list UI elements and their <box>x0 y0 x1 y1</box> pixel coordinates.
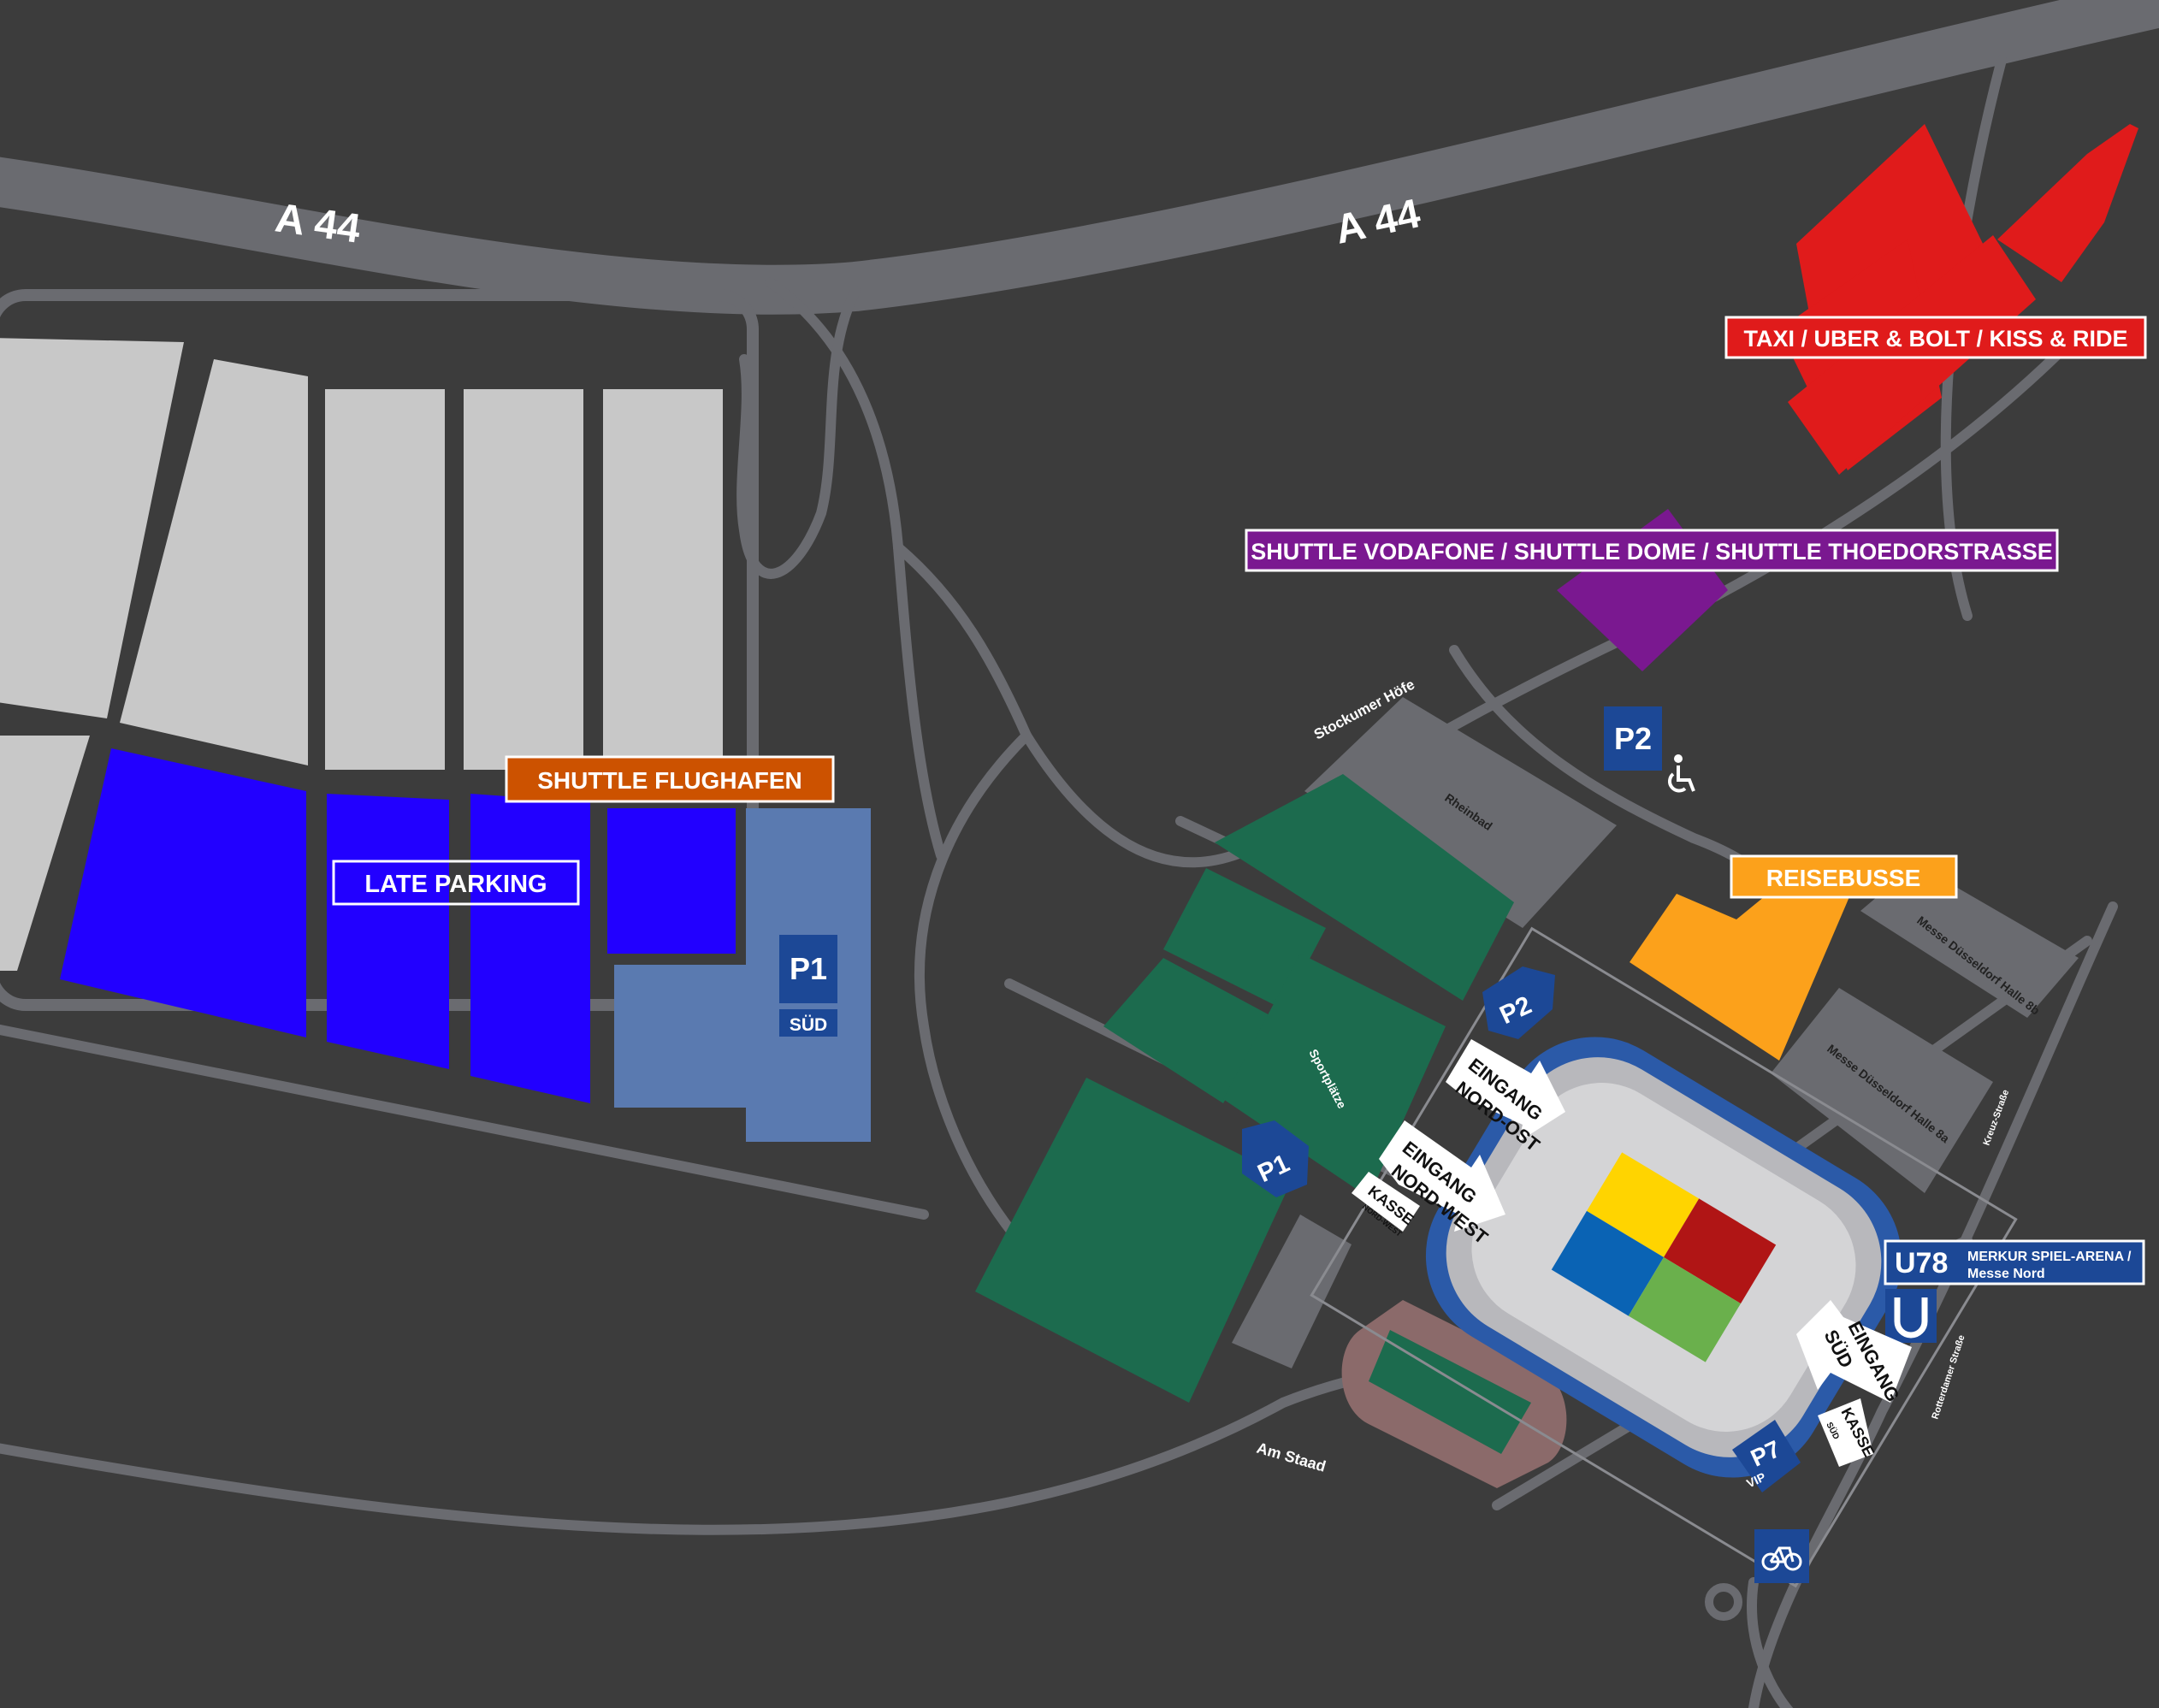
shuttle-purple-label-text: SHUTTLE VODAFONE / SHUTTLE DOME / SHUTTL… <box>1251 539 2053 564</box>
u78-desc-1: MERKUR SPIEL-ARENA / <box>1967 1250 2132 1264</box>
reisebusse-label-text: REISEBUSSE <box>1766 865 1921 891</box>
p1-sued-badge: P1 SÜD <box>779 935 837 1037</box>
hall-rheinbad <box>1304 697 1617 928</box>
taxi-label-text: TAXI / UBER & BOLT / KISS & RIDE <box>1743 326 2127 352</box>
lot-late-2 <box>327 794 449 1069</box>
road-parking-south <box>0 1024 929 1220</box>
seat-block-yellow <box>1586 1152 1700 1257</box>
u78-station: U78 MERKUR SPIEL-ARENA / Messe Nord <box>1884 1239 2145 1343</box>
roundabout <box>1705 1583 1742 1621</box>
road-south-b <box>1747 1577 1794 1708</box>
reisebusse-label: REISEBUSSE <box>1730 854 1958 899</box>
road-connector-a <box>893 542 1032 741</box>
sport-field-2 <box>1163 868 1326 1009</box>
seat-block-red <box>1664 1198 1777 1304</box>
u78-desc-2: Messe Nord <box>1967 1267 2045 1281</box>
sport-field-large <box>975 1078 1292 1403</box>
lot-late-3 <box>470 794 590 1103</box>
p2-marker: P2 <box>1482 966 1555 1039</box>
stadium <box>1310 926 2018 1588</box>
p1-badge-text: P1 <box>790 951 827 986</box>
lot-light-2 <box>120 359 308 765</box>
p1-badge-sub-text: SÜD <box>790 1015 827 1035</box>
lot-p1-sued <box>614 808 871 1142</box>
wheelchair-icon <box>1668 754 1695 793</box>
shuttle-purple-label: SHUTTLE VODAFONE / SHUTTLE DOME / SHUTTL… <box>1245 529 2059 572</box>
u78-text: U78 <box>1895 1247 1948 1280</box>
lot-light-1 <box>0 338 184 718</box>
sport-field-1 <box>1215 774 1514 1001</box>
hall-small <box>1232 1215 1352 1368</box>
track-infield <box>1369 1330 1531 1454</box>
reisebusse-lot <box>1630 881 1856 1061</box>
parking-lots-light <box>0 338 723 971</box>
seat-block-green <box>1628 1257 1742 1362</box>
p2-badge: P2 <box>1604 706 1662 771</box>
p7-vip-badge: P7 VIP <box>1732 1420 1801 1492</box>
shuttle-flughafen-label: SHUTTLE FLUGHAFEN <box>505 755 835 803</box>
lot-light-3 <box>325 389 445 770</box>
halls <box>1232 697 2079 1368</box>
p1-marker: P1 <box>1242 1120 1309 1197</box>
lot-light-4 <box>464 389 583 770</box>
sign-eingang-sued: EINGANG SÜD <box>1796 1300 1912 1405</box>
bicycle-icon <box>1761 1546 1802 1571</box>
lot-light-6 <box>0 736 90 971</box>
p2-badge-text: P2 <box>1614 721 1652 756</box>
late-parking-label-text: LATE PARKING <box>364 871 547 898</box>
lot-late-1 <box>60 748 306 1037</box>
u-bahn-symbol <box>1894 1297 1928 1339</box>
highway-a44 <box>0 0 2159 315</box>
lot-late-4 <box>607 808 736 954</box>
late-parking-label: LATE PARKING <box>332 860 580 906</box>
shuttle-flughafen-label-text: SHUTTLE FLUGHAFEN <box>537 767 802 794</box>
seat-block-blue <box>1551 1210 1664 1316</box>
taxi-lot-3 <box>1997 124 2138 282</box>
hall-8a <box>1771 988 1993 1193</box>
lot-light-5 <box>603 389 723 770</box>
taxi-label: TAXI / UBER & BOLT / KISS & RIDE <box>1724 316 2147 359</box>
bicycle-badge <box>1754 1529 1809 1583</box>
hall-8b <box>1860 864 2079 1018</box>
sport-field-3 <box>1103 958 1275 1103</box>
stadium-outline <box>1310 926 2018 1588</box>
road-loop <box>736 286 861 579</box>
